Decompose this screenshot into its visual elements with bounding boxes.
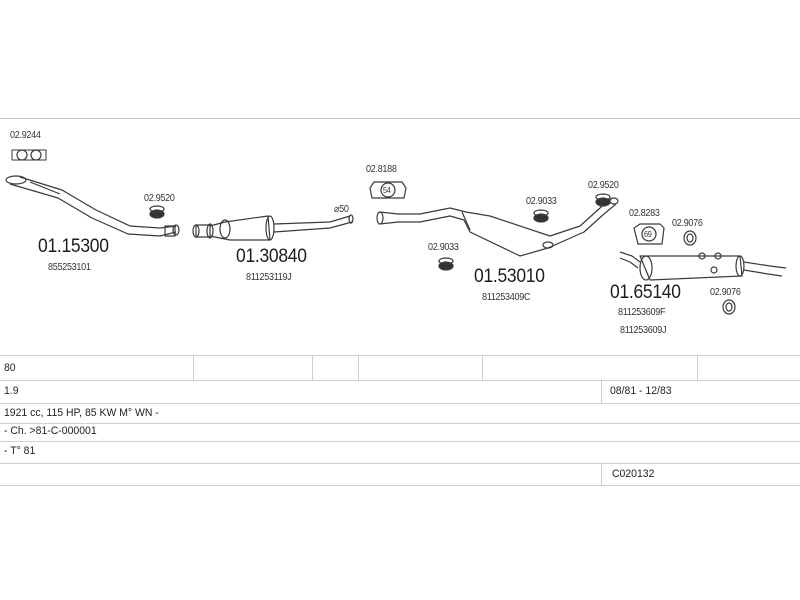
clamp-3a-number: 02.9033 <box>526 196 557 207</box>
front-pipe-icon <box>5 175 180 237</box>
table-row: 1.9 08/81 - 12/83 <box>0 379 800 404</box>
front-gasket-icon <box>11 149 47 161</box>
part-4-number: 01.65140 <box>610 282 681 303</box>
clamp-icon <box>438 257 454 271</box>
part-3-number: 01.53010 <box>474 266 545 287</box>
table-row: 80 <box>0 355 800 381</box>
table-cell: C020132 <box>612 468 655 480</box>
part-2-number: 01.30840 <box>236 246 307 267</box>
rear-pipe-icon <box>376 197 619 257</box>
table-row: 1921 cc, 115 HP, 85 KW M° WN - <box>0 403 800 424</box>
mount-69-label: 69 <box>644 230 652 239</box>
clamp-3c-number: 02.9520 <box>588 180 619 191</box>
table-cell: 08/81 - 12/83 <box>610 385 672 397</box>
table-cell: 80 <box>4 362 16 374</box>
part-1-number: 01.15300 <box>38 236 109 257</box>
table-row: - Ch. >81-C-000001 <box>0 423 800 442</box>
table-row: C020132 <box>0 463 800 486</box>
clamp-3b-number: 02.9033 <box>428 242 459 253</box>
part-4-ref-2: 811253609J <box>620 325 667 336</box>
top-border <box>0 118 800 119</box>
part-2-ref: 811253119J <box>246 272 292 283</box>
exhaust-diagram <box>5 149 787 315</box>
rear-muffler-icon <box>619 251 787 281</box>
gasket-front-number: 02.9244 <box>10 130 41 141</box>
mount-54-label: 54 <box>383 186 391 195</box>
table-row: - T° 81 <box>0 441 800 464</box>
mount-54-icon <box>369 181 407 199</box>
middle-muffler-icon <box>192 214 354 241</box>
table-cell: 1.9 <box>4 385 19 397</box>
clamp-icon <box>595 193 611 207</box>
rubber-ring-icon <box>683 230 697 246</box>
ring-1-number: 02.9076 <box>672 218 703 229</box>
rubber-ring-icon <box>722 299 736 315</box>
table-cell: 1921 cc, 115 HP, 85 KW M° WN - <box>4 407 159 419</box>
table-cell: - Ch. >81-C-000001 <box>4 425 97 437</box>
diameter-label: ⌀50 <box>334 204 349 215</box>
clamp-icon <box>149 205 165 219</box>
mount-54-number: 02.8188 <box>366 164 397 175</box>
clamp-icon <box>533 209 549 223</box>
mount-69-icon <box>633 223 665 245</box>
part-1-ref: 855253101 <box>48 262 91 273</box>
ring-2-number: 02.9076 <box>710 287 741 298</box>
clamp-1-number: 02.9520 <box>144 193 175 204</box>
mount-69-number: 02.8283 <box>629 208 660 219</box>
table-cell: - T° 81 <box>4 445 36 457</box>
part-3-ref: 811253409C <box>482 292 531 303</box>
part-4-ref-1: 811253609F <box>618 307 666 318</box>
